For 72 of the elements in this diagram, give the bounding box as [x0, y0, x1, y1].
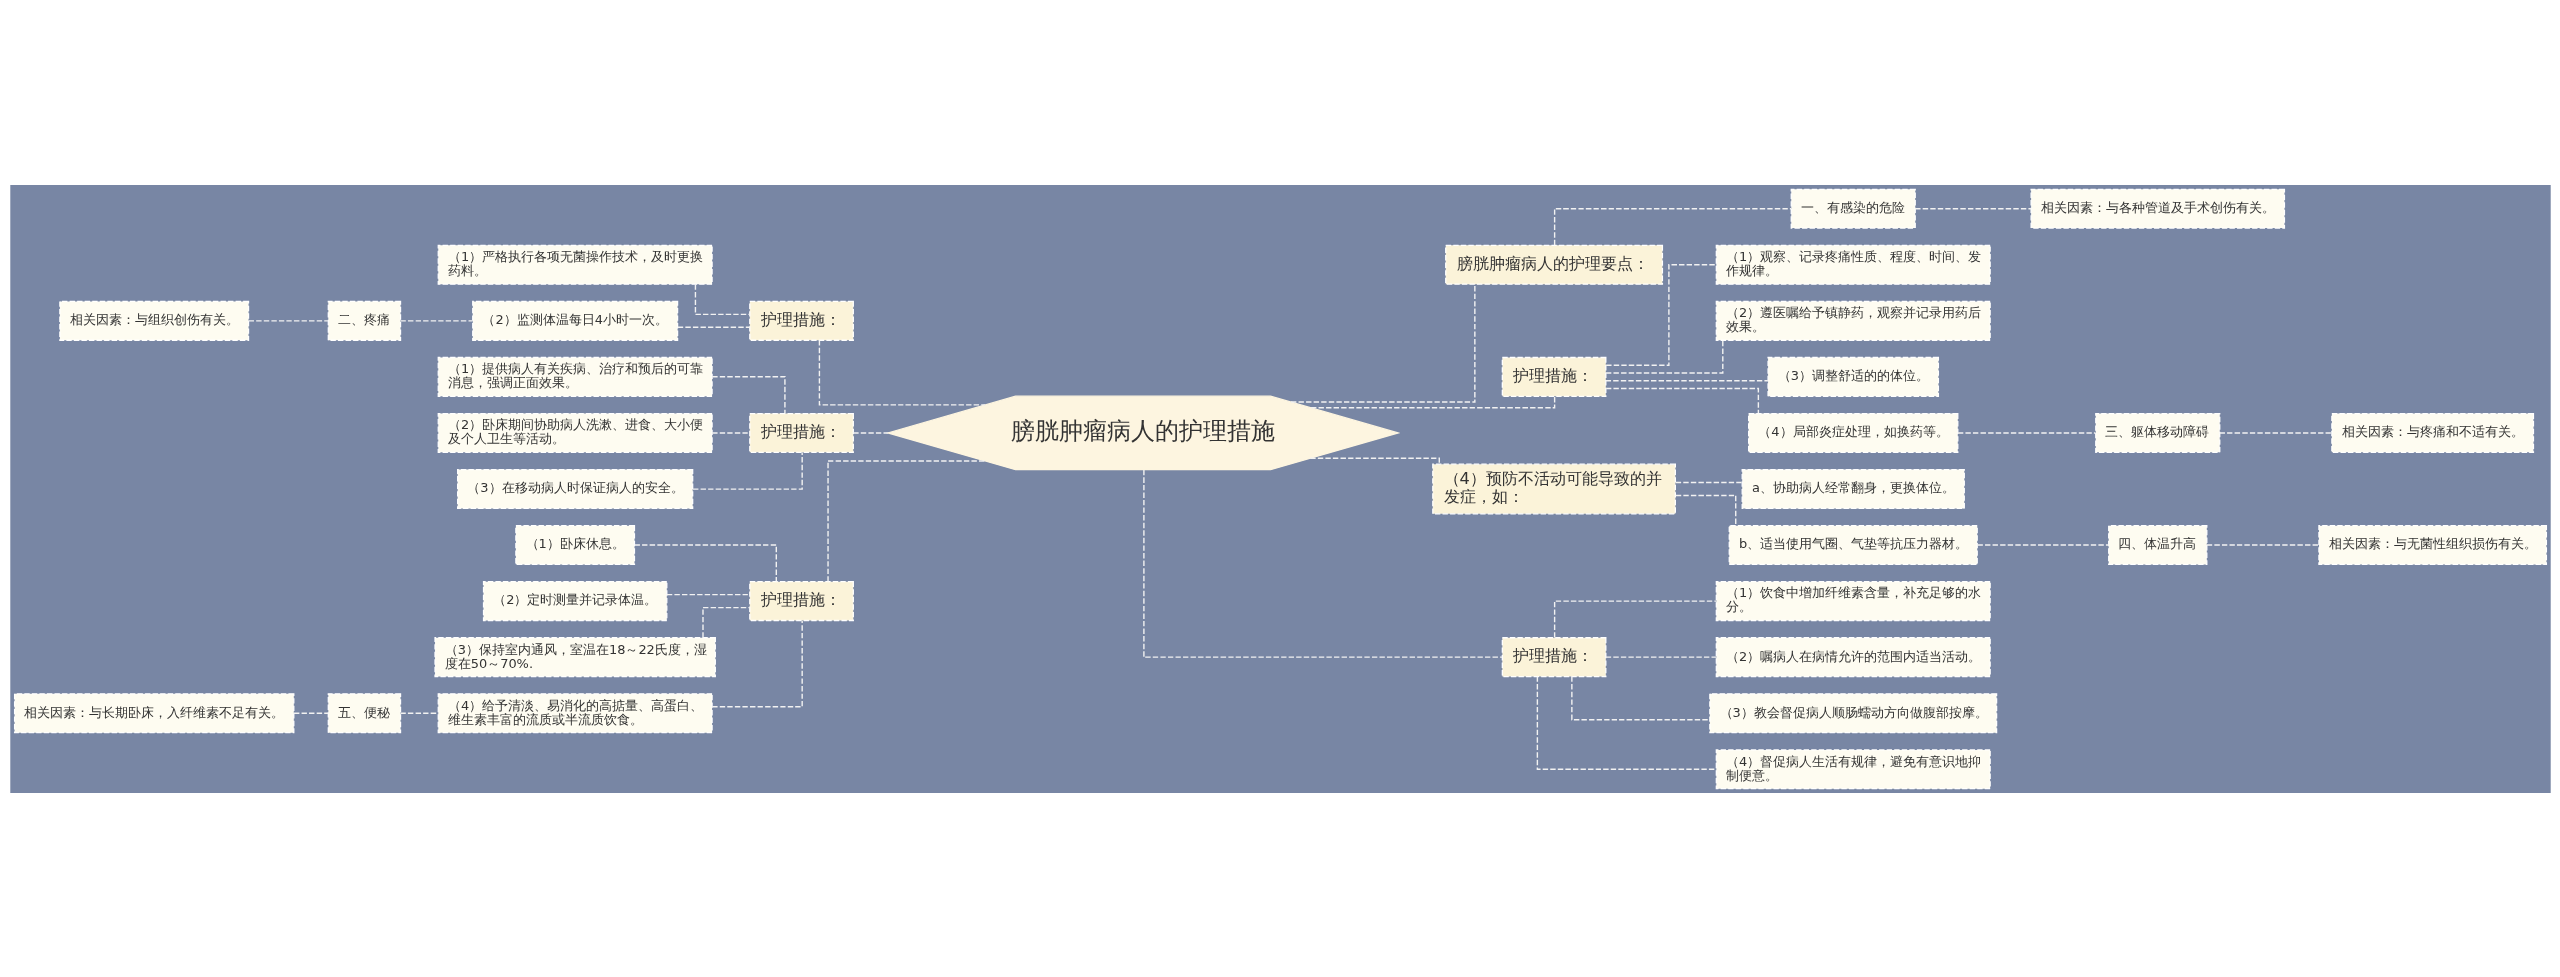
- node-box: 三、躯体移动障碍: [2094, 412, 2220, 453]
- connector: [1570, 675, 1710, 720]
- node-box: 相关因素：与疼痛和不适有关。: [2330, 412, 2534, 453]
- node-box: （1）严格执行各项无菌操作技术，及时更换药料。: [437, 244, 713, 285]
- connector: [676, 326, 750, 328]
- connector: [1604, 263, 1717, 366]
- connector: [1976, 543, 2109, 546]
- connector: [2205, 543, 2320, 546]
- node-box: 二、疼痛: [327, 300, 401, 341]
- connector: [1142, 468, 1503, 658]
- connector: [710, 375, 786, 414]
- node-box: 相关因素：与无菌性组织损伤有关。: [2317, 524, 2547, 565]
- connector: [399, 319, 473, 322]
- connector: [826, 459, 986, 582]
- connector: [1553, 207, 1792, 246]
- connector: [399, 712, 439, 714]
- connector: [1309, 457, 1440, 465]
- node-box: （1）观察、记录疼痛性质、程度、时间、发作规律。: [1715, 244, 1991, 285]
- node-box: （3）在移动病人时保证病人的安全。: [456, 468, 693, 509]
- connector: [247, 319, 329, 322]
- node-box: 护理措施：: [748, 580, 854, 621]
- connector: [1956, 431, 2096, 434]
- connector: [710, 619, 803, 707]
- connector: [292, 712, 329, 714]
- node-box: （3）调整舒适的的体位。: [1766, 356, 1939, 397]
- connector: [1604, 387, 1759, 414]
- connector: [633, 543, 777, 582]
- node-box: a、协助病人经常翻身，更换体位。: [1741, 468, 1965, 509]
- node-box: b、适当使用气圈、气垫等抗压力器材。: [1728, 524, 1978, 565]
- node-box: 一、有感染的危险: [1790, 188, 1916, 229]
- node-box: 五、便秘: [327, 692, 401, 733]
- node-box: （2）卧床期间协助病人洗漱、进食、大小便及个人卫生等活动。: [437, 412, 713, 453]
- connector: [2218, 431, 2332, 434]
- node-box: 相关因素：与各种管道及手术创伤有关。: [2029, 188, 2285, 229]
- node-box: （3）教会督促病人顺肠蠕动方向做腹部按摩。: [1708, 692, 1997, 733]
- connector: [1553, 599, 1717, 638]
- node-box: （1）饮食中增加纤维素含量，补充足够的水分。: [1715, 580, 1991, 621]
- node-box: （4）给予清淡、易消化的高掂量、高蛋白、维生素丰富的流质或半流质饮食。: [437, 692, 713, 733]
- node-box: （2）监测体温每日4小时一次。: [471, 300, 678, 341]
- connector: [1536, 675, 1717, 770]
- connector: [694, 283, 750, 315]
- node-box: （4）局部炎症处理，如换药等。: [1747, 412, 1958, 453]
- node-box: 相关因素：与长期卧床，入纤维素不足有关。: [13, 692, 294, 733]
- node-box: 护理措施：: [748, 300, 854, 341]
- connector: [1914, 207, 2032, 209]
- connector: [818, 339, 986, 406]
- node-box: （4）督促病人生活有规律，避免有意识地抑制便意。: [1715, 748, 1991, 789]
- node-box: （4）预防不活动可能导致的并发症，如：: [1431, 463, 1676, 514]
- node-box: （1）提供病人有关疾病、治疗和预后的可靠消息，强调正面效果。: [437, 356, 713, 397]
- connector: [1289, 283, 1476, 403]
- connector: [1674, 481, 1742, 483]
- connector: [701, 606, 750, 638]
- node-box: 膀胱肿瘤病人的护理要点：: [1444, 244, 1663, 285]
- node-box: 四、体温升高: [2107, 524, 2207, 565]
- node-box: （3）保持室内通风，室温在18～22氏度，湿度在50～70%.: [433, 636, 716, 677]
- node-box: 护理措施：: [1501, 636, 1606, 677]
- connector: [665, 593, 750, 595]
- connector: [1604, 339, 1723, 374]
- node-box: 相关因素：与组织创伤有关。: [58, 300, 249, 341]
- node-box: （2）定时测量并记录体温。: [482, 580, 667, 621]
- connector: [1604, 379, 1769, 381]
- node-box: 护理措施：: [748, 412, 854, 453]
- connector: [710, 431, 750, 434]
- node-box: （2）嘱病人在病情允许的范围内适当活动。: [1715, 636, 1991, 677]
- node-box: 护理措施：: [1501, 356, 1606, 397]
- connector: [1309, 395, 1555, 408]
- node-box: （1）卧床休息。: [514, 524, 635, 565]
- node-box: （2）遵医嘱给予镇静药，观察并记录用药后效果。: [1715, 300, 1991, 341]
- connector: [691, 451, 803, 490]
- connector: [1674, 494, 1736, 526]
- connector: [1604, 655, 1717, 658]
- connector: [852, 431, 889, 434]
